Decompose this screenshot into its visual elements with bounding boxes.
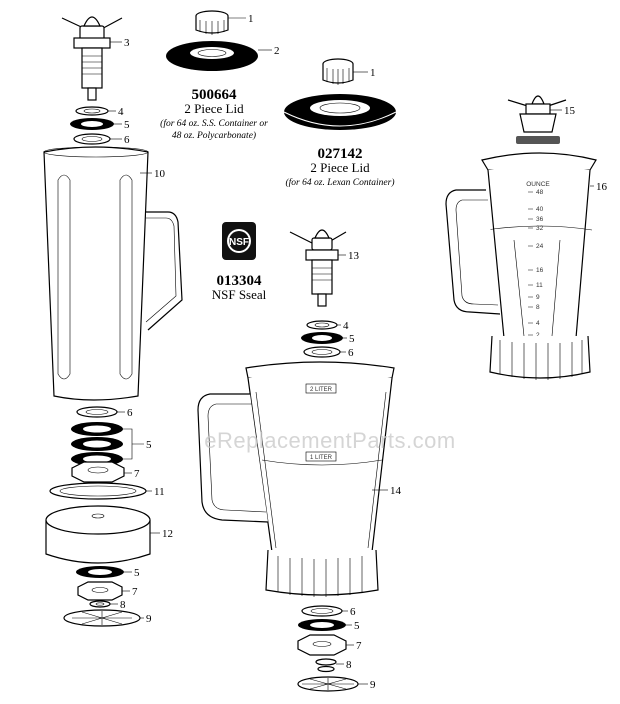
lid-cap-1b	[322, 58, 354, 85]
lexan-tick-label: 16	[536, 267, 544, 274]
callout-4-center: 4	[343, 320, 349, 332]
callout-10: 10	[154, 168, 166, 180]
blade-assembly-13	[289, 229, 347, 307]
callout-12: 12	[162, 528, 173, 540]
washer-6-mid	[76, 406, 118, 418]
seal-4-top	[75, 106, 109, 116]
washer-6-center	[303, 346, 341, 358]
gasket-stack-5	[71, 422, 123, 466]
gasket-5-lower	[76, 566, 124, 578]
lexan-container-16: OUNCE 48 40 36 32 24 16 11 9 8 4 2	[445, 152, 597, 380]
callout-8: 8	[120, 599, 126, 611]
lexan-tick-label: 36	[536, 216, 544, 223]
lid-cap-1	[195, 10, 229, 35]
callout-5: 5	[124, 119, 130, 131]
lexan-tick-label: 48	[536, 189, 544, 196]
callout-5-lower: 5	[134, 567, 140, 579]
nsf-seal-badge: NSF	[222, 222, 256, 260]
callout-8-bottom: 8	[346, 659, 352, 671]
callout-14: 14	[390, 485, 402, 497]
retainer-nut-7-bottom	[297, 634, 347, 656]
callout-9-bottom: 9	[370, 679, 376, 691]
lid-500664-part-number: 500664	[192, 87, 238, 103]
lexan-unit-label: OUNCE	[526, 181, 550, 188]
callout-5-center: 5	[349, 333, 355, 345]
nsf-badge-text: NSF	[229, 237, 249, 248]
watermark: eReplacementParts.com	[204, 428, 455, 453]
callout-6-center: 6	[348, 347, 354, 359]
lexan-tick-label: 40	[536, 206, 544, 213]
polycarbonate-container-14: 2 LITER 1 LITER	[197, 361, 395, 597]
lid-027142-part-number: 027142	[318, 146, 363, 162]
callout-16: 16	[596, 181, 608, 193]
blade-assembly-15	[507, 95, 567, 144]
washer-6-bottom	[301, 605, 343, 617]
lid-500664-note-1: (for 64 oz. S.S. Container or	[160, 118, 268, 129]
callout-7-lower: 7	[132, 586, 138, 598]
gasket-5-top	[70, 118, 114, 130]
callout-6: 6	[124, 134, 130, 146]
gasket-5-center	[301, 332, 343, 344]
callout-4: 4	[118, 106, 124, 118]
callout-6-bottom: 6	[350, 606, 356, 618]
callout-6-mid: 6	[127, 407, 133, 419]
seal-013304-part-number: 013304	[217, 273, 263, 289]
lexan-tick-label: 2	[536, 332, 540, 339]
callout-3: 3	[124, 37, 130, 49]
callout-1: 1	[248, 13, 254, 25]
callout-9: 9	[146, 613, 152, 625]
lexan-tick-label: 9	[536, 294, 540, 301]
seal-4-center	[306, 320, 338, 330]
lid-027142-title: 2 Piece Lid	[310, 160, 370, 175]
lexan-tick-label: 4	[536, 320, 540, 327]
lexan-tick-label: 24	[536, 243, 544, 250]
lexan-tick-label: 32	[536, 225, 544, 232]
poly-mark-2-liter: 2 LITER	[310, 387, 333, 393]
lexan-tick-label: 8	[536, 304, 540, 311]
lid-027142-note: (for 64 oz. Lexan Container)	[286, 177, 395, 188]
washer-8	[89, 600, 111, 608]
ring-11	[49, 482, 147, 500]
seal-013304-title: NSF Sseal	[212, 287, 267, 302]
poly-mark-1-liter: 1 LITER	[310, 455, 333, 461]
callout-11: 11	[154, 486, 165, 498]
callout-13: 13	[348, 250, 360, 262]
callout-5-stack: 5	[146, 439, 152, 451]
blade-assembly-3	[61, 16, 123, 101]
lid-ring-027142	[283, 94, 397, 130]
lid-500664-note-2: 48 oz. Polycarbonate)	[172, 130, 256, 141]
callout-5-bottom: 5	[354, 620, 360, 632]
stainless-container-10	[43, 146, 183, 401]
washer-8-bottom	[315, 658, 337, 673]
gasket-5-bottom	[298, 619, 346, 631]
lid-ring-2	[166, 41, 258, 71]
callout-7-bottom: 7	[356, 640, 362, 652]
lid-500664-title: 2 Piece Lid	[184, 101, 244, 116]
callout-1b: 1	[370, 67, 376, 79]
lexan-tick-scale: 48 40 36 32 24 16 11 9 8 4 2	[528, 189, 544, 339]
callout-7: 7	[134, 468, 140, 480]
container-base-12	[45, 505, 151, 564]
drive-coupling-9	[63, 609, 141, 627]
washer-6-top	[73, 133, 111, 145]
retainer-nut-7-lower	[77, 581, 123, 601]
retainer-nut-7	[71, 461, 125, 483]
lexan-tick-label: 11	[536, 282, 543, 289]
callout-2: 2	[274, 45, 280, 57]
callout-15: 15	[564, 105, 576, 117]
drive-coupling-9-bottom	[297, 676, 359, 692]
